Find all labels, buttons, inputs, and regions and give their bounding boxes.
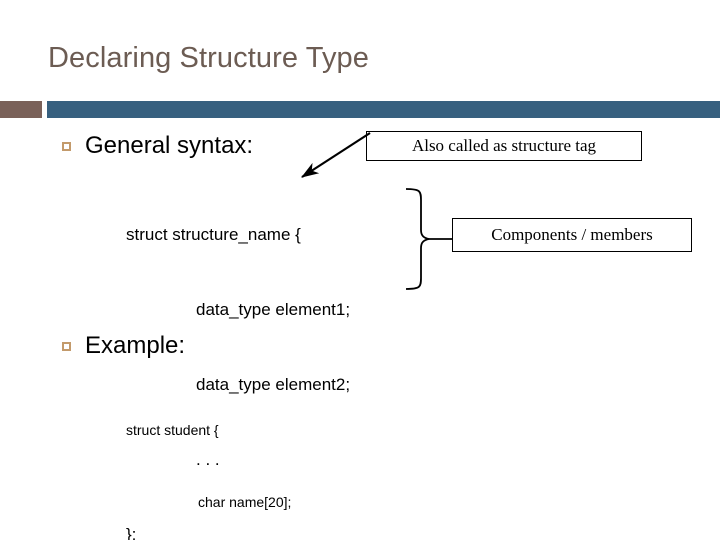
code-line: struct student { xyxy=(126,422,219,438)
code-line: data_type element2; xyxy=(196,375,351,394)
code-block-example: struct student { char name[20]; int stud… xyxy=(126,370,291,540)
callout-components-members: Components / members xyxy=(452,218,692,252)
callout-components-members-label: Components / members xyxy=(491,225,653,244)
code-line: char name[20]; xyxy=(198,494,292,510)
title-rule-blue-segment xyxy=(47,101,720,118)
hollow-square-bullet-icon xyxy=(62,141,71,151)
title-rule-brown-segment xyxy=(0,101,42,118)
bullet-item-general-syntax: General syntax: xyxy=(62,134,253,158)
page-title: Declaring Structure Type xyxy=(48,42,370,74)
code-line: . . . xyxy=(196,450,220,469)
callout-structure-tag: Also called as structure tag xyxy=(366,131,642,161)
code-line: data_type element1; xyxy=(196,300,351,319)
bullet-label-general-syntax: General syntax: xyxy=(85,132,254,159)
code-line: struct structure_name { xyxy=(126,225,301,244)
hollow-square-bullet-icon xyxy=(62,341,71,351)
bullet-label-example: Example: xyxy=(85,332,186,359)
code-block-general-syntax: struct structure_name { data_type elemen… xyxy=(126,172,350,540)
bullet-item-example: Example: xyxy=(62,334,185,358)
callout-structure-tag-label: Also called as structure tag xyxy=(411,136,597,155)
code-line: }; xyxy=(126,525,137,540)
